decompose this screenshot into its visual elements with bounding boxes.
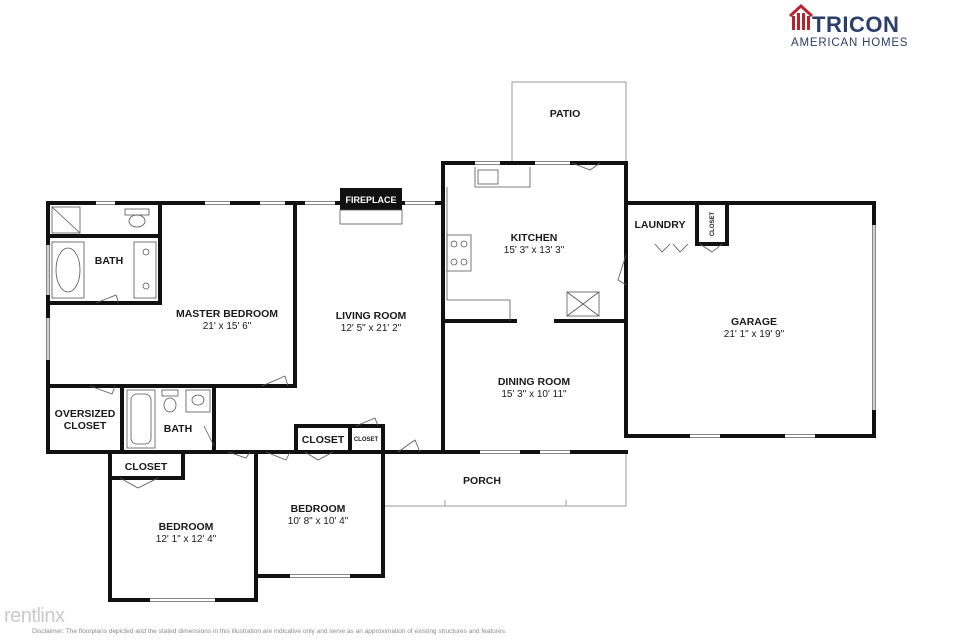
bedroom-closet-label: CLOSET bbox=[125, 461, 168, 473]
hall-closet-label: CLOSET bbox=[302, 434, 345, 446]
hall-bath-label: BATH bbox=[164, 423, 192, 435]
garage-dims: 21' 1" x 19' 9" bbox=[724, 329, 785, 340]
fixtures bbox=[51, 167, 600, 449]
bedroom-2-label: BEDROOM bbox=[291, 503, 346, 515]
master-bedroom-label: MASTER BEDROOM bbox=[176, 308, 278, 320]
fireplace: FIREPLACE bbox=[339, 188, 403, 225]
garage-label: GARAGE bbox=[731, 316, 777, 328]
fireplace-label: FIREPLACE bbox=[345, 195, 396, 205]
living-room-label: LIVING ROOM bbox=[336, 310, 407, 322]
patio bbox=[511, 81, 627, 163]
oversized-closet-label-line1: OVERSIZED bbox=[55, 408, 116, 420]
bedroom-1-dims: 12' 1" x 12' 4" bbox=[156, 534, 217, 545]
doors bbox=[89, 162, 723, 489]
disclaimer: Disclaimer: The floorplans depicted and … bbox=[32, 628, 507, 635]
patio-label: PATIO bbox=[550, 108, 581, 120]
watermark: rentlinx bbox=[4, 605, 65, 627]
porch-label: PORCH bbox=[463, 475, 501, 487]
house-roof-icon bbox=[788, 3, 814, 30]
window-lines bbox=[47, 225, 875, 410]
kitchen-dims: 15' 3" x 13' 3" bbox=[504, 245, 565, 256]
dining-room-dims: 15' 3" x 10' 11" bbox=[501, 389, 567, 400]
walls bbox=[46, 161, 876, 602]
porch bbox=[382, 452, 627, 507]
bedroom-2-dims: 10' 8" x 10' 4" bbox=[288, 516, 349, 527]
bedroom-1-label: BEDROOM bbox=[159, 521, 214, 533]
hall-closet-small-label: CLOSET bbox=[354, 437, 379, 443]
oversized-closet-label-line2: CLOSET bbox=[64, 420, 107, 432]
brand-name: TRICON bbox=[812, 12, 900, 37]
brand-subtitle: AMERICAN HOMES bbox=[791, 37, 909, 49]
master-bath-label: BATH bbox=[95, 255, 123, 267]
laundry-closet-label: CLOSET bbox=[710, 212, 716, 237]
living-room-dims: 12' 5" x 21' 2" bbox=[341, 323, 402, 334]
dining-room-label: DINING ROOM bbox=[498, 376, 571, 388]
kitchen-label: KITCHEN bbox=[511, 232, 558, 244]
tricon-logo: TRICON AMERICAN HOMES bbox=[788, 2, 920, 50]
laundry-label: LAUNDRY bbox=[635, 219, 686, 231]
master-bedroom-dims: 21' x 15' 6" bbox=[203, 321, 252, 332]
